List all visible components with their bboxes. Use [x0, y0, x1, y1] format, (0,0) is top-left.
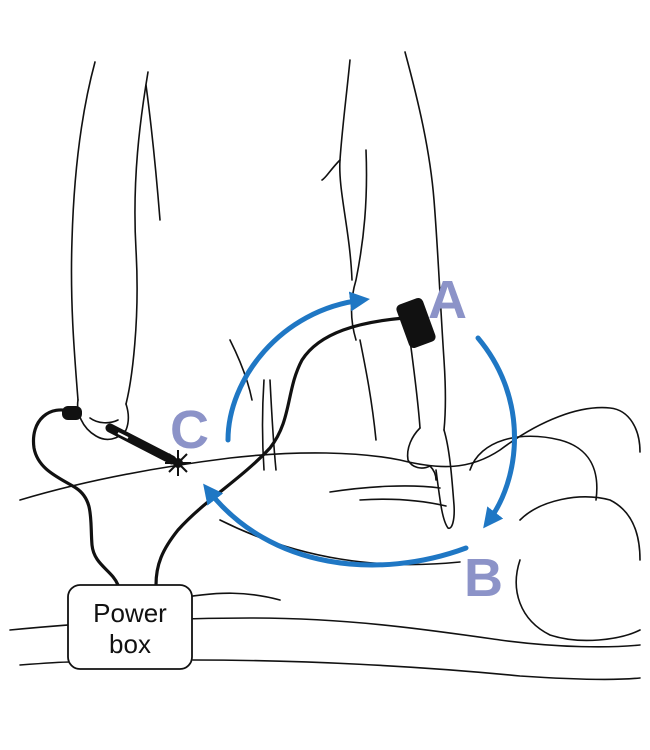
label-a: A	[428, 270, 467, 330]
arrow-b-to-c	[203, 483, 469, 568]
power-box-line2: box	[109, 629, 151, 659]
cable-c-to-box	[31, 408, 120, 587]
label-b: B	[464, 548, 503, 608]
probe-c	[62, 406, 191, 476]
power-box-line1: Power	[93, 598, 167, 628]
electrode-a-pad	[396, 298, 436, 348]
probe-spark-icon	[165, 450, 191, 476]
cable-a-to-box	[154, 316, 406, 587]
practitioner-figure	[70, 51, 455, 530]
power-box: Power box	[67, 584, 193, 670]
arrow-a-to-b	[475, 335, 517, 529]
current-flow-arrows	[203, 291, 517, 568]
arrow-c-to-a	[225, 291, 370, 443]
label-c: C	[170, 400, 209, 460]
